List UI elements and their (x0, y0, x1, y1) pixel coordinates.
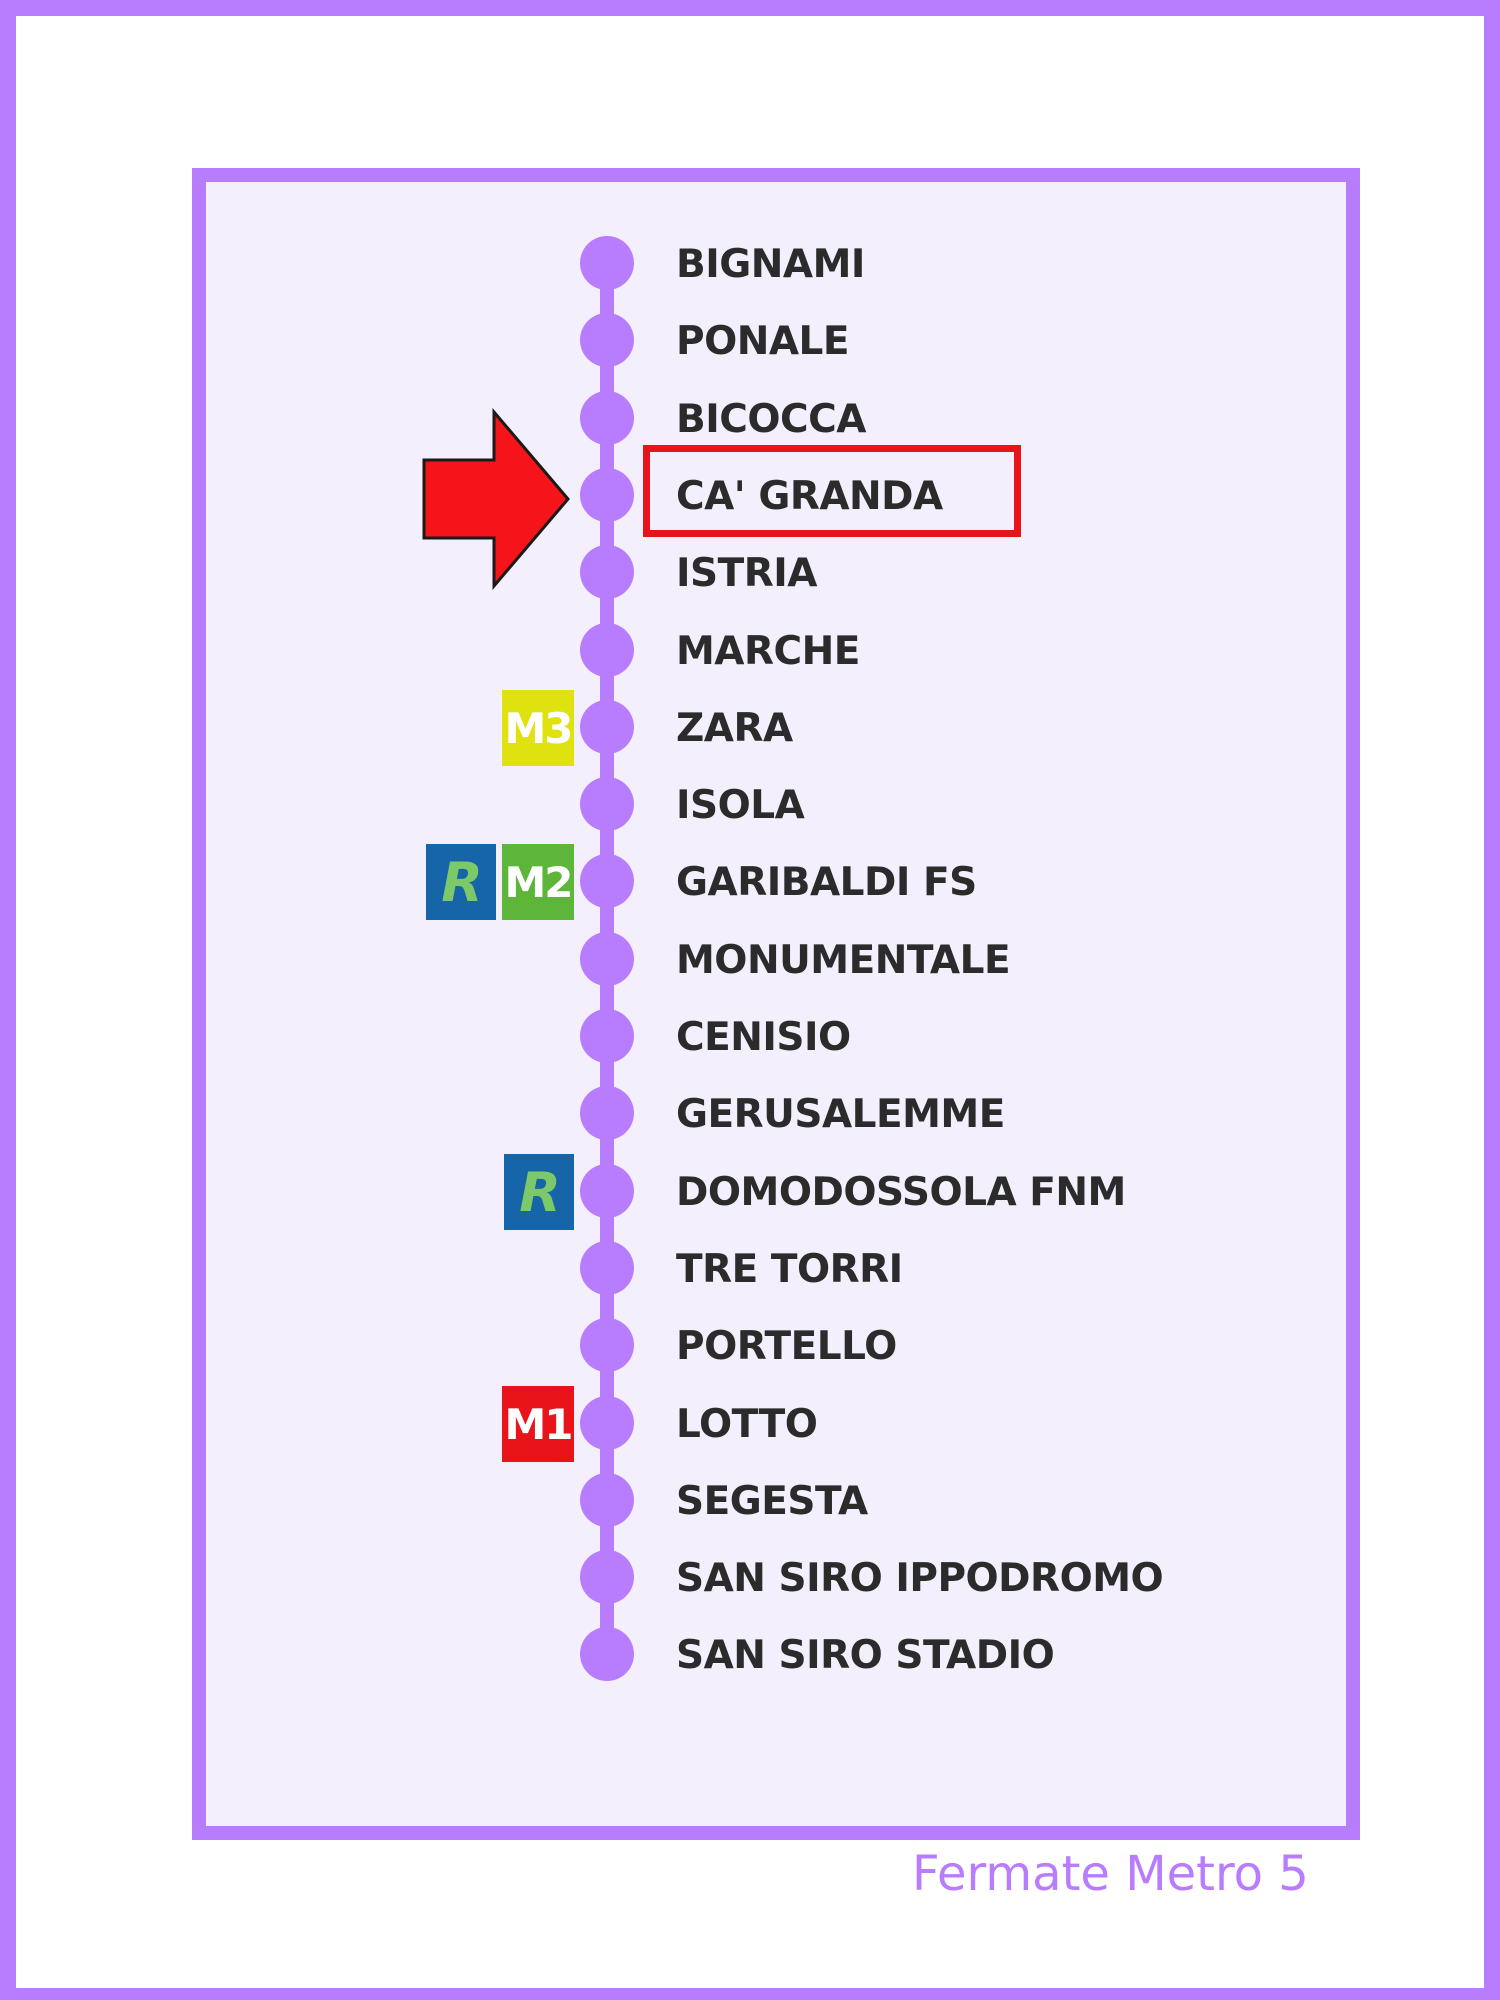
stop-dot (580, 623, 634, 677)
stop-dot (580, 700, 634, 754)
map-caption: Fermate Metro 5 (912, 1846, 1309, 1902)
stop-dot (580, 545, 634, 599)
stop-dot (580, 313, 634, 367)
interchange-badge-r-icon: R (426, 844, 496, 920)
stop-dot (580, 1550, 634, 1604)
stop-name: DOMODOSSOLA FNM (676, 1170, 1126, 1215)
stop-name: GARIBALDI FS (676, 860, 977, 905)
stop-name: TRE TORRI (676, 1247, 903, 1292)
stop-name: SEGESTA (676, 1479, 868, 1524)
stop-name: SAN SIRO IPPODROMO (676, 1556, 1164, 1601)
stop-name: GERUSALEMME (676, 1092, 1005, 1137)
pointer-arrow-icon (422, 408, 570, 590)
stop-dot (580, 854, 634, 908)
stop-dot (580, 1164, 634, 1218)
stop-dot (580, 236, 634, 290)
stop-name: CA' GRANDA (676, 474, 943, 519)
stop-dot (580, 1086, 634, 1140)
stop-dot (580, 777, 634, 831)
interchange-badge-r-icon: R (504, 1154, 574, 1230)
stop-name: PORTELLO (676, 1324, 897, 1369)
stop-dot (580, 1009, 634, 1063)
stop-dot (580, 391, 634, 445)
stop-name: ZARA (676, 706, 793, 751)
stop-dot (580, 1318, 634, 1372)
stop-dot (580, 1241, 634, 1295)
stop-dot (580, 1473, 634, 1527)
stop-dot (580, 468, 634, 522)
stop-name: PONALE (676, 319, 850, 364)
stop-name: SAN SIRO STADIO (676, 1633, 1055, 1678)
stop-name: CENISIO (676, 1015, 851, 1060)
stop-dot (580, 1627, 634, 1681)
stop-name: MARCHE (676, 629, 860, 674)
stop-dot (580, 1396, 634, 1450)
stop-name: ISOLA (676, 783, 805, 828)
interchange-badge-m1: M1 (502, 1386, 574, 1462)
stop-name: LOTTO (676, 1402, 818, 1447)
interchange-badge-m2: M2 (502, 844, 574, 920)
stop-name: BIGNAMI (676, 242, 865, 287)
interchange-badge-m3: M3 (502, 690, 574, 766)
stop-name: MONUMENTALE (676, 938, 1011, 983)
stop-dot (580, 932, 634, 986)
stop-name: BICOCCA (676, 397, 866, 442)
stop-name: ISTRIA (676, 551, 817, 596)
highlighted-stop-box (643, 445, 1021, 537)
